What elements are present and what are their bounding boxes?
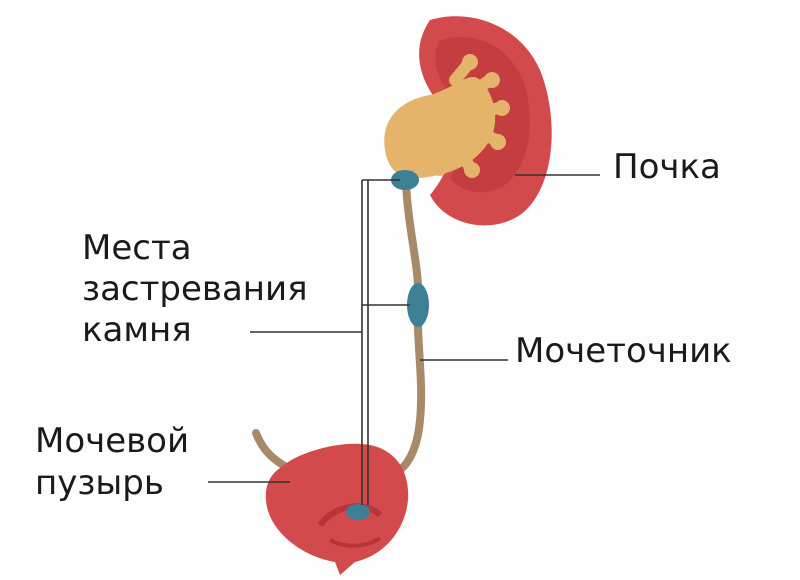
label-kidney: Почка	[613, 148, 721, 186]
label-bladder-line-2: пузырь	[35, 463, 164, 503]
label-ureter: Мочеточник	[515, 332, 732, 370]
stone-pelvic-junction	[391, 170, 419, 190]
label-stone-sites-line-2: застревания	[82, 269, 308, 309]
label-stone-sites: Места застревания камня	[82, 228, 308, 351]
ureter	[396, 178, 426, 474]
urinary-bladder	[265, 443, 409, 575]
label-bladder-line-1: Мочевой	[35, 421, 190, 461]
label-kidney-text: Почка	[613, 147, 721, 187]
label-bladder: Мочевой пузырь	[35, 420, 189, 504]
label-ureter-text: Мочеточник	[515, 331, 732, 371]
label-stone-sites-line-3: камня	[82, 310, 192, 350]
left-ureter-stub	[252, 429, 292, 472]
kidney	[384, 16, 552, 226]
stone-bladder-entry	[346, 504, 370, 520]
leader-lines	[208, 174, 600, 505]
stone-mid-ureter	[407, 283, 429, 327]
label-stone-sites-line-1: Места	[82, 228, 192, 268]
